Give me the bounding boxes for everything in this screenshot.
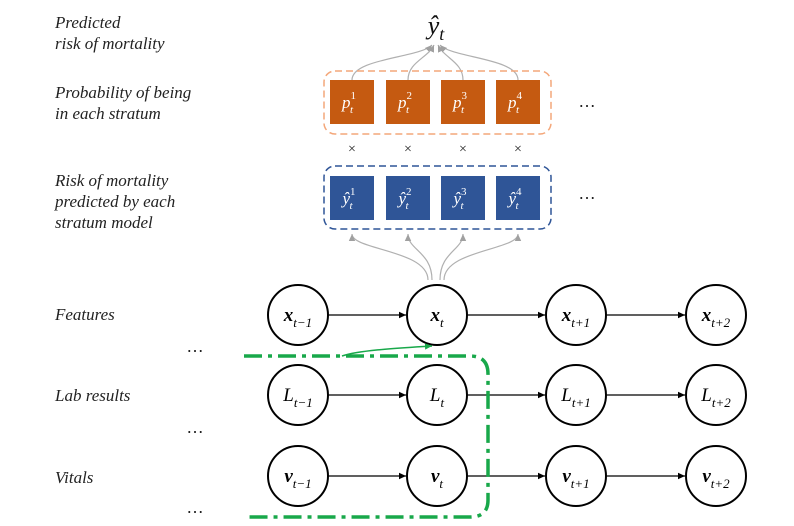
multiply-symbol-3: × bbox=[459, 142, 467, 157]
vitals-ellipsis: … bbox=[186, 497, 204, 517]
lab-node-label: Lt+1 bbox=[560, 385, 590, 410]
vital-node-2: vt bbox=[406, 445, 468, 507]
label-vitals: Vitals bbox=[55, 468, 94, 487]
lab-node-label: Lt bbox=[429, 385, 445, 410]
vital-node-3: vt+1 bbox=[545, 445, 607, 507]
label-stratum-risk: Risk of mortality predicted by each stra… bbox=[55, 171, 176, 232]
svg-text:ŷt: ŷt bbox=[425, 11, 446, 44]
lab-node-label: Lt−1 bbox=[282, 385, 312, 410]
feature-node-2: xt bbox=[406, 284, 468, 346]
probability-ellipsis: … bbox=[578, 91, 596, 111]
vital-node-label: vt+1 bbox=[562, 466, 589, 491]
multiply-symbol-4: × bbox=[514, 142, 522, 157]
feature-node-4: xt+2 bbox=[685, 284, 747, 346]
lab-node-4: Lt+2 bbox=[685, 364, 747, 426]
feature-node-label: xt bbox=[429, 305, 444, 330]
vital-node-label: vt−1 bbox=[284, 466, 311, 491]
feature-node-label: xt+2 bbox=[701, 305, 731, 330]
label-probability: Probability of being in each stratum bbox=[55, 83, 192, 123]
feature-node-1: xt−1 bbox=[267, 284, 329, 346]
vital-node-label: vt bbox=[431, 466, 443, 491]
vital-node-label: vt+2 bbox=[702, 466, 730, 491]
observation-window-border bbox=[244, 354, 490, 519]
lab-node-2: Lt bbox=[406, 364, 468, 426]
label-features: Features bbox=[55, 305, 115, 324]
lab-ellipsis: … bbox=[186, 417, 204, 437]
aggregation-connectors bbox=[351, 44, 519, 81]
features-ellipsis: … bbox=[186, 336, 204, 356]
feature-node-label: xt−1 bbox=[283, 305, 312, 330]
stratum-ellipsis: … bbox=[578, 183, 596, 203]
stratum-group-border bbox=[323, 165, 552, 230]
lab-node-3: Lt+1 bbox=[545, 364, 607, 426]
feature-node-3: xt+1 bbox=[545, 284, 607, 346]
probability-group-border bbox=[323, 70, 552, 135]
vital-node-1: vt−1 bbox=[267, 445, 329, 507]
label-predicted-risk: Predicted risk of mortality bbox=[55, 13, 165, 53]
multiply-symbol-2: × bbox=[404, 142, 412, 157]
lab-node-1: Lt−1 bbox=[267, 364, 329, 426]
multiply-symbols: × × × × bbox=[348, 142, 522, 157]
feature-node-label: xt+1 bbox=[561, 305, 590, 330]
lab-node-label: Lt+2 bbox=[700, 385, 731, 410]
temporal-edges bbox=[328, 311, 685, 480]
label-lab-results: Lab results bbox=[55, 386, 131, 405]
window-to-feature-arrow bbox=[341, 343, 433, 357]
vital-node-4: vt+2 bbox=[685, 445, 747, 507]
multiply-symbol-1: × bbox=[348, 142, 356, 157]
fanout-connectors bbox=[348, 233, 522, 281]
predicted-risk-output: ŷt bbox=[425, 11, 446, 44]
graph-nodes: xt−1 xt xt+1 xt+2Lt−1 Lt Lt+1 Lt+2 vt−1 vt vt+1 vt… bbox=[267, 284, 747, 507]
